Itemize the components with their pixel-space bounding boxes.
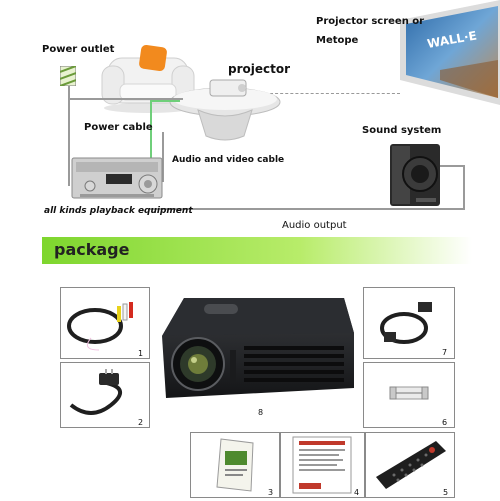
package-header-bar bbox=[42, 237, 472, 264]
package-item-remote-control bbox=[365, 432, 455, 498]
projection-beam bbox=[270, 93, 400, 94]
av-cable-label: Audio and video cable bbox=[172, 155, 285, 165]
manual-image bbox=[216, 438, 254, 492]
av-cable-line-v bbox=[150, 100, 152, 180]
av-receiver-image bbox=[71, 157, 163, 199]
package-item-number-8: 8 bbox=[258, 408, 264, 417]
remote-control-image bbox=[376, 441, 446, 489]
cable-connector-image bbox=[380, 302, 432, 344]
package-item-fuse bbox=[363, 362, 455, 428]
warranty-card-image bbox=[292, 436, 352, 494]
package-title: package bbox=[54, 240, 130, 259]
projector-screen-label: Projector screen or bbox=[316, 16, 425, 27]
av-cable-line-h bbox=[150, 100, 180, 102]
projector-screen-image: WALL·E bbox=[400, 0, 500, 105]
power-outlet-image bbox=[60, 66, 76, 86]
playback-equipment-label: all kinds playback equipment bbox=[44, 206, 193, 216]
sound-system-label: Sound system bbox=[362, 125, 442, 136]
package-item-number-6: 6 bbox=[442, 418, 448, 427]
fuse-image bbox=[389, 386, 429, 400]
projector-label: projector bbox=[228, 62, 291, 76]
power-cord-image bbox=[69, 369, 122, 415]
package-item-number-7: 7 bbox=[442, 348, 448, 357]
projector-on-table-image bbox=[169, 79, 281, 141]
projector-product-image bbox=[162, 298, 354, 398]
package-item-number-1: 1 bbox=[138, 349, 144, 358]
package-item-number-5: 5 bbox=[443, 488, 449, 497]
metope-label: Metope bbox=[316, 35, 359, 46]
audio-output-line-v bbox=[463, 165, 465, 210]
package-item-number-4: 4 bbox=[354, 488, 360, 497]
av-cable-image bbox=[67, 302, 133, 351]
package-item-number-2: 2 bbox=[138, 418, 144, 427]
package-item-number-3: 3 bbox=[268, 488, 274, 497]
package-item-power-cord bbox=[60, 362, 150, 428]
package-item-av-cable bbox=[60, 287, 150, 359]
power-cable-line-h bbox=[68, 98, 183, 100]
armchair-image bbox=[101, 44, 195, 113]
sound-cable-h bbox=[440, 165, 465, 167]
power-outlet-label: Power outlet bbox=[42, 44, 115, 55]
power-cable-line-v bbox=[68, 86, 70, 186]
playback-cable-v bbox=[162, 132, 164, 182]
audio-output-line bbox=[150, 208, 465, 210]
package-item-warranty-card bbox=[280, 432, 365, 498]
package-item-manual bbox=[190, 432, 280, 498]
power-cable-label: Power cable bbox=[84, 122, 153, 133]
speaker-image bbox=[390, 144, 440, 206]
package-item-power-cable bbox=[363, 287, 455, 359]
audio-output-label: Audio output bbox=[282, 220, 347, 231]
